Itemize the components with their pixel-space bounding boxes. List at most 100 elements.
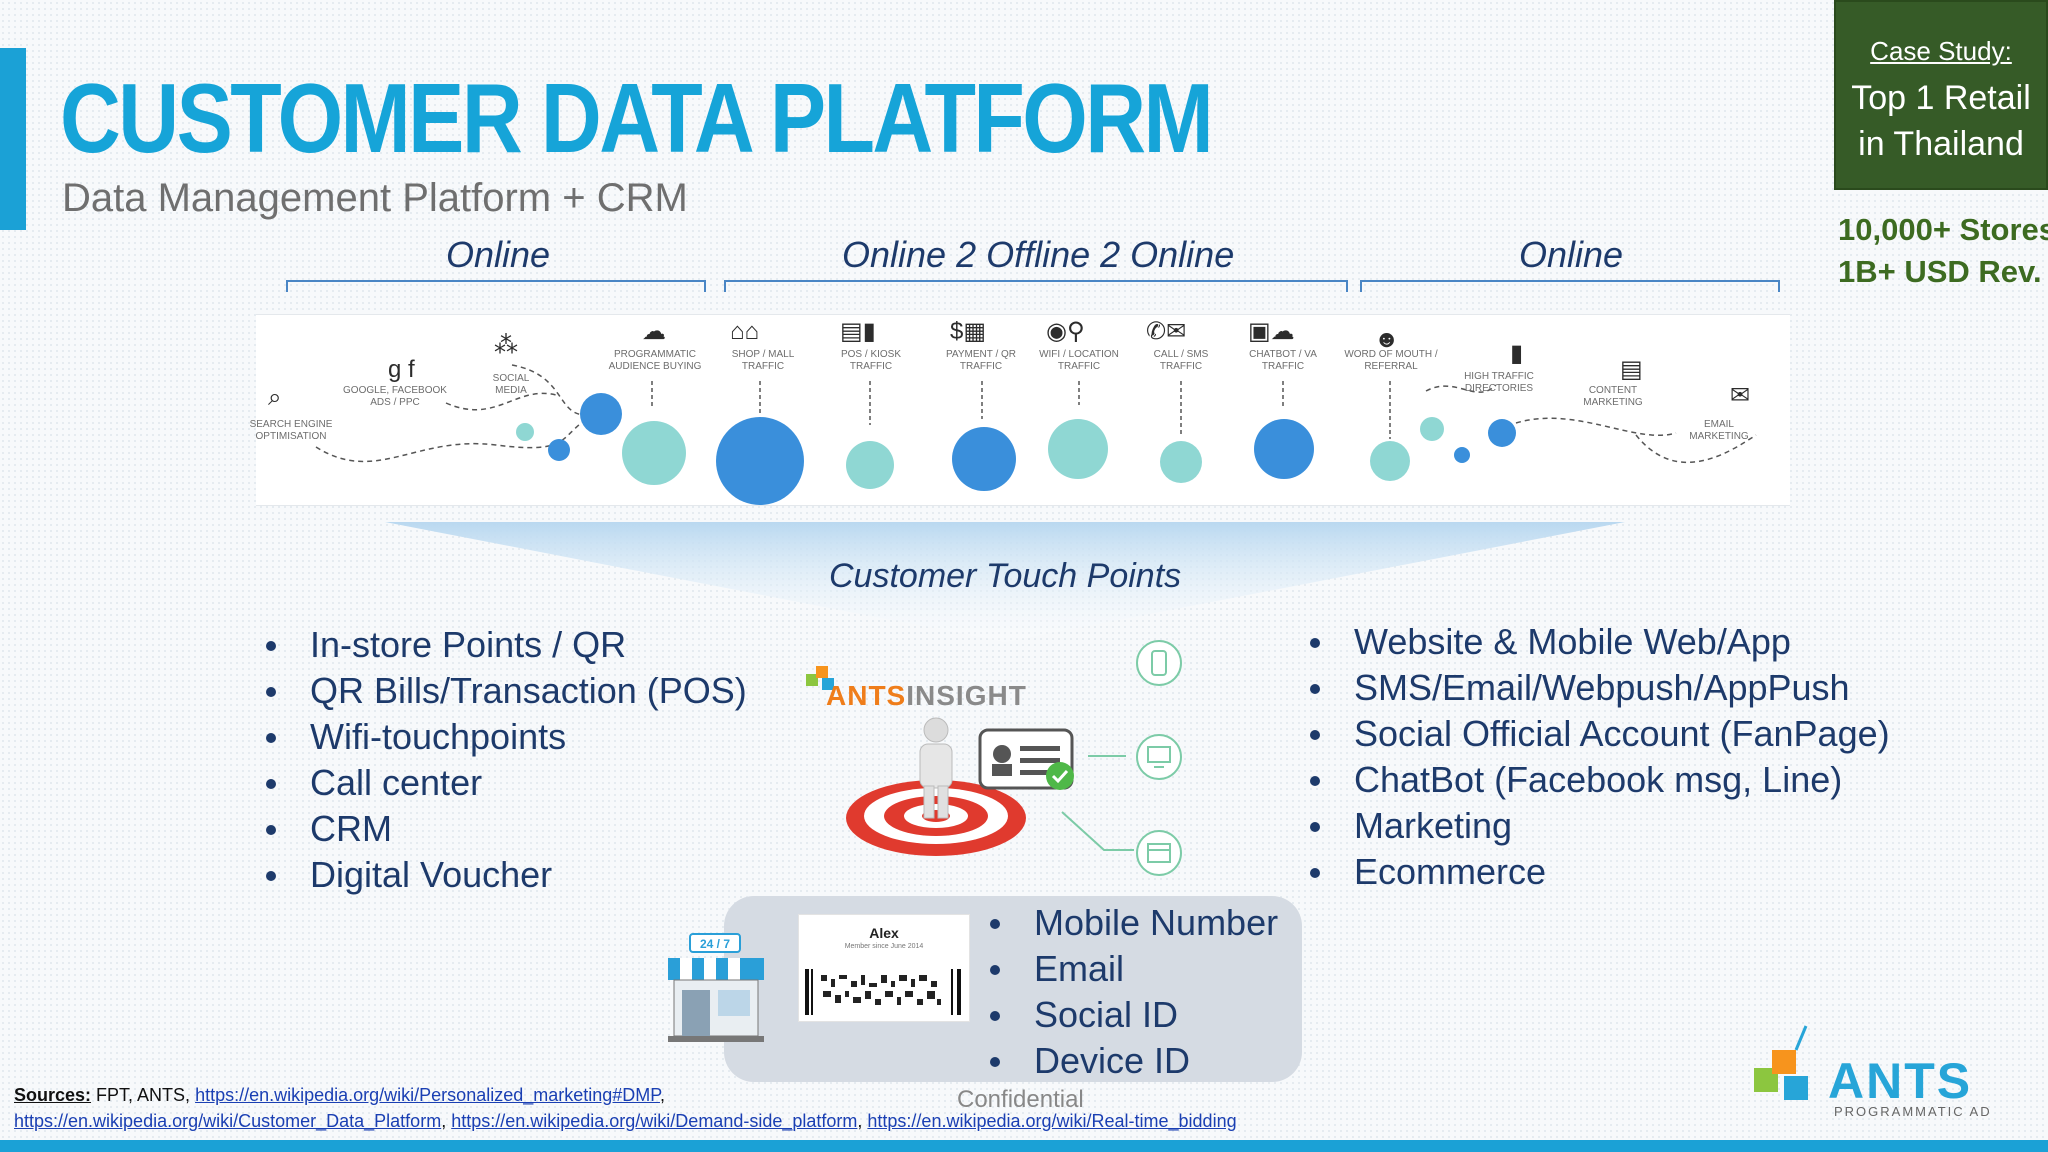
google-facebook-icon: g f xyxy=(388,356,415,383)
title-accent-bar xyxy=(0,48,26,230)
case-study-box: Case Study: Top 1 Retail in Thailand xyxy=(1834,0,2048,190)
touchpoint-label-content: CONTENT MARKETING xyxy=(1583,385,1643,408)
people-icon: ☻ xyxy=(1374,326,1400,353)
list-item: Digital Voucher xyxy=(260,852,747,898)
customer-journey-strip: ⌕ g f ⁂ ☁ ⌂⌂ ▤▮ $▦ ◉⚲ ✆✉ ▣☁ ☻ ▮ ▤ ✉ SEAR… xyxy=(250,314,1790,506)
touchpoint-label-payment: PAYMENT / QR TRAFFIC xyxy=(945,349,1016,372)
list-item: Device ID xyxy=(984,1038,1278,1084)
list-item: In-store Points / QR xyxy=(260,622,747,668)
funnel-label: Customer Touch Points xyxy=(829,557,1182,595)
segment-label-online-right: Online xyxy=(1519,234,1624,275)
ants-insight-logo: ANTSINSIGHT xyxy=(826,680,1027,712)
source-link-cdp[interactable]: https://en.wikipedia.org/wiki/Customer_D… xyxy=(14,1111,442,1131)
offline-touchpoint-list: In-store Points / QR QR Bills/Transactio… xyxy=(260,622,747,898)
segment-bracket-right xyxy=(1360,280,1780,292)
list-item: Website & Mobile Web/App xyxy=(1304,619,1890,665)
segment-label-o2o: Online 2 Offline 2 Online xyxy=(842,234,1235,275)
sources-label: Sources: xyxy=(14,1085,92,1105)
barcode-icon xyxy=(805,969,961,1015)
bubble-blue xyxy=(952,427,1016,491)
envelope-icon: ✉ xyxy=(1730,382,1751,409)
store-24-7-icon: 24 / 7 xyxy=(668,933,764,1042)
bubble-blue xyxy=(1454,447,1470,463)
customer-target-illustration xyxy=(846,717,1134,856)
ants-insight-prefix: ANTS xyxy=(826,680,907,711)
desktop-channel-icon xyxy=(1136,734,1182,780)
segment-bracket-middle xyxy=(724,280,1348,292)
touchpoint-label-directories: HIGH TRAFFIC DIRECTORIES xyxy=(1464,371,1534,394)
touchpoint-label-referral: WORD OF MOUTH / REFERRAL xyxy=(1344,349,1438,372)
list-item: SMS/Email/Webpush/AppPush xyxy=(1304,665,1890,711)
bottom-accent-bar xyxy=(0,1140,2048,1152)
call-sms-icon: ✆✉ xyxy=(1146,318,1187,345)
ants-logo-tagline: PROGRAMMATIC AD xyxy=(1834,1104,1992,1119)
brain-icon: ☁ xyxy=(642,318,666,345)
list-item: Wifi-touchpoints xyxy=(260,714,747,760)
online-touchpoint-list: Website & Mobile Web/App SMS/Email/Webpu… xyxy=(1304,619,1890,895)
bubble-teal xyxy=(1160,441,1202,483)
store-badge-text: 24 / 7 xyxy=(700,937,730,951)
journey-path-lines xyxy=(315,364,1757,464)
list-item: CRM xyxy=(260,806,747,852)
list-item: Ecommerce xyxy=(1304,849,1890,895)
identity-list: Mobile Number Email Social ID Device ID xyxy=(984,900,1278,1084)
mobile-channel-icon xyxy=(1136,640,1182,686)
stat-stores: 10,000+ Stores xyxy=(1838,212,2048,247)
bubble-teal xyxy=(846,441,894,489)
wifi-location-icon: ◉⚲ xyxy=(1046,318,1085,345)
search-page-icon: ⌕ xyxy=(268,384,282,411)
payment-qr-icon: $▦ xyxy=(950,318,987,345)
bubble-teal xyxy=(1370,441,1410,481)
membership-card: Alex Member since June 2014 xyxy=(798,914,970,1022)
social-network-icon: ⁂ xyxy=(494,332,518,359)
touchpoint-label-programmatic: PROGRAMMATIC AUDIENCE BUYING xyxy=(608,349,702,372)
touchpoint-label-pos: POS / KIOSK TRAFFIC xyxy=(840,349,902,372)
bubble-teal xyxy=(622,421,686,485)
touchpoint-label-seo: SEARCH ENGINE OPTIMISATION xyxy=(249,419,333,442)
bubble-teal xyxy=(516,423,534,441)
ants-insight-suffix: INSIGHT xyxy=(906,680,1027,711)
bar-chart-icon: ▮ xyxy=(1510,340,1524,367)
list-item: Mobile Number xyxy=(984,900,1278,946)
ants-insight-logo-icon xyxy=(806,666,834,690)
list-item: Email xyxy=(984,946,1278,992)
bubble-blue xyxy=(580,393,622,435)
touchpoint-label-email: EMAIL MARKETING xyxy=(1689,419,1749,442)
touchpoint-label-wifi: WIFI / LOCATION TRAFFIC xyxy=(1039,349,1119,372)
stat-revenue: 1B+ USD Rev. xyxy=(1838,254,2042,289)
case-study-label: Case Study: xyxy=(1870,36,2012,66)
page-subtitle: Data Management Platform + CRM xyxy=(62,176,688,220)
touch-points-funnel xyxy=(385,522,1625,642)
chatbot-icon: ▣☁ xyxy=(1248,318,1295,345)
source-link-rtb[interactable]: https://en.wikipedia.org/wiki/Real-time_… xyxy=(867,1111,1237,1131)
store-channel-icon xyxy=(1136,830,1182,876)
ants-logo-icon xyxy=(1754,1025,1808,1100)
bubble-blue xyxy=(716,417,804,505)
source-link-dmp[interactable]: https://en.wikipedia.org/wiki/Personaliz… xyxy=(195,1085,660,1105)
list-item: QR Bills/Transaction (POS) xyxy=(260,668,747,714)
list-item: Social Official Account (FanPage) xyxy=(1304,711,1890,757)
sources-text: FPT, ANTS, xyxy=(91,1085,196,1105)
touchpoint-label-ads: GOOGLE, FACEBOOK ADS / PPC xyxy=(343,385,447,408)
card-member-name: Alex xyxy=(869,925,899,941)
source-link-dsp[interactable]: https://en.wikipedia.org/wiki/Demand-sid… xyxy=(451,1111,858,1131)
bubble-blue xyxy=(1254,419,1314,479)
document-icon: ▤ xyxy=(1620,356,1643,383)
touchpoint-label-chatbot: CHATBOT / VA TRAFFIC xyxy=(1249,349,1317,372)
bubble-teal xyxy=(1048,419,1108,479)
touchpoint-label-call: CALL / SMS TRAFFIC xyxy=(1153,349,1209,372)
bubble-blue xyxy=(1488,419,1516,447)
ants-logo-wordmark: ANTS xyxy=(1828,1053,1973,1109)
list-item: ChatBot (Facebook msg, Line) xyxy=(1304,757,1890,803)
shop-icon: ⌂⌂ xyxy=(730,318,759,345)
sources-footnote: Sources: FPT, ANTS, https://en.wikipedia… xyxy=(14,1085,1237,1131)
list-item: Call center xyxy=(260,760,747,806)
touchpoint-label-shop: SHOP / MALL TRAFFIC xyxy=(731,349,795,372)
bubble-blue xyxy=(548,439,570,461)
card-member-since: Member since June 2014 xyxy=(844,943,924,950)
page-title: CUSTOMER DATA PLATFORM xyxy=(60,63,1214,173)
list-item: Marketing xyxy=(1304,803,1890,849)
case-study-line-2: in Thailand xyxy=(1858,125,2024,163)
bubble-teal xyxy=(1420,417,1444,441)
segment-label-online-left: Online xyxy=(446,234,551,275)
